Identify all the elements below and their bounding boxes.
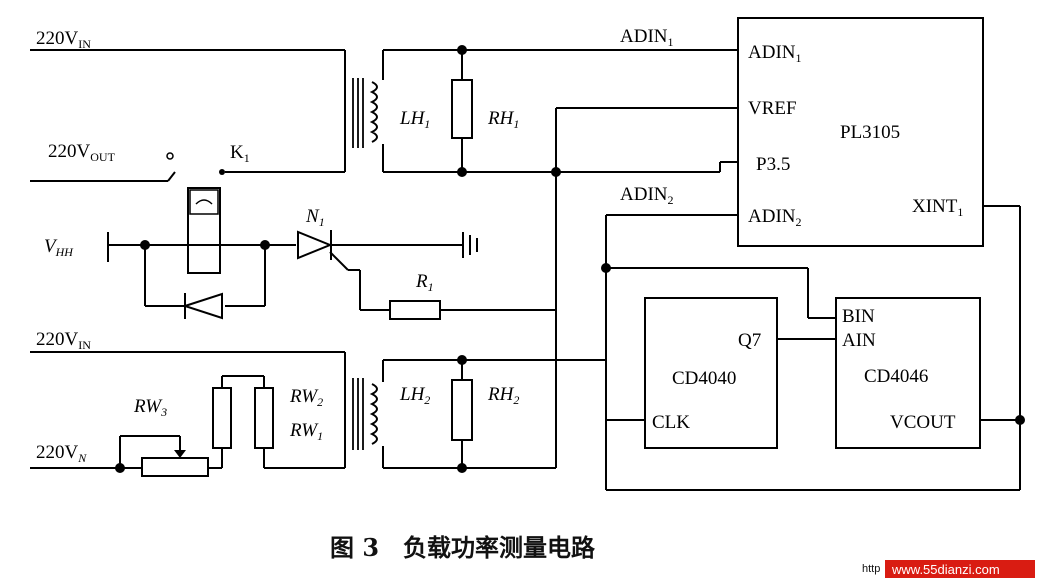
label-rw2: RW2 xyxy=(289,386,323,409)
figure-caption: 图 3 负载功率测量电路 xyxy=(330,533,596,562)
label-k1: K1 xyxy=(230,142,250,165)
label-r1: R1 xyxy=(415,271,434,294)
label-rh2: RH2 xyxy=(487,384,519,407)
transformer-1 xyxy=(352,45,738,177)
pin-xint1: XINT1 xyxy=(912,196,963,219)
thyristor-n1 xyxy=(297,230,462,311)
pin-bin: BIN xyxy=(842,306,875,327)
input-line-220v-n xyxy=(30,375,345,477)
pin-clk: CLK xyxy=(652,412,690,433)
flyback-diode xyxy=(181,292,223,320)
output-line-220v-out xyxy=(30,152,345,182)
vhh-circuit xyxy=(107,232,296,307)
label-wire-adin1: ADIN1 xyxy=(620,26,674,49)
pin-adin1: ADIN1 xyxy=(748,42,802,65)
label-rw1: RW1 xyxy=(289,420,323,443)
vcout-line xyxy=(980,415,1025,425)
label-rh1: RH1 xyxy=(487,108,519,131)
label-220v-out: 220VOUT xyxy=(48,141,116,164)
label-rw3: RW3 xyxy=(133,396,167,419)
input-line-220v-in-1 xyxy=(30,49,346,172)
cd4046-chip xyxy=(835,297,981,449)
label-wire-adin2: ADIN2 xyxy=(620,184,674,207)
pin-q7: Q7 xyxy=(738,330,761,351)
xint-line xyxy=(606,205,1021,491)
pin-ain: AIN xyxy=(842,330,876,351)
pl3105-chip xyxy=(737,17,984,247)
watermark-site: www.55dianzi.com xyxy=(891,562,1000,577)
ground-icon xyxy=(462,232,478,258)
pl3105-name: PL3105 xyxy=(840,122,900,143)
label-220v-in-2: 220VIN xyxy=(36,329,91,352)
adin2-line xyxy=(601,214,836,490)
label-220v-n: 220VN xyxy=(36,442,87,465)
label-n1: N1 xyxy=(305,206,325,229)
pin-p35: P3.5 xyxy=(756,154,790,175)
resistor-r1 xyxy=(389,300,556,320)
watermark-badge: www.55dianzi.com xyxy=(885,560,1035,578)
pin-adin2: ADIN2 xyxy=(748,206,802,229)
cd4046-name: CD4046 xyxy=(864,366,928,387)
label-vhh: VHH xyxy=(44,236,74,259)
watermark-prefix: http xyxy=(862,563,880,575)
relay-coil xyxy=(187,187,221,274)
cd4040-name: CD4040 xyxy=(672,368,736,389)
pin-vref: VREF xyxy=(748,98,797,119)
switch-k1 xyxy=(219,169,225,175)
pin-vcout: VCOUT xyxy=(890,412,956,433)
cd4040-chip xyxy=(644,297,778,449)
clk-line xyxy=(606,338,836,421)
input-line-220v-in-2 xyxy=(30,351,346,468)
label-lh1: LH1 xyxy=(399,108,430,131)
label-220v-in-1: 220VIN xyxy=(36,28,91,51)
transformer-2 xyxy=(352,355,606,473)
label-lh2: LH2 xyxy=(399,384,430,407)
vref-bus xyxy=(551,107,738,468)
